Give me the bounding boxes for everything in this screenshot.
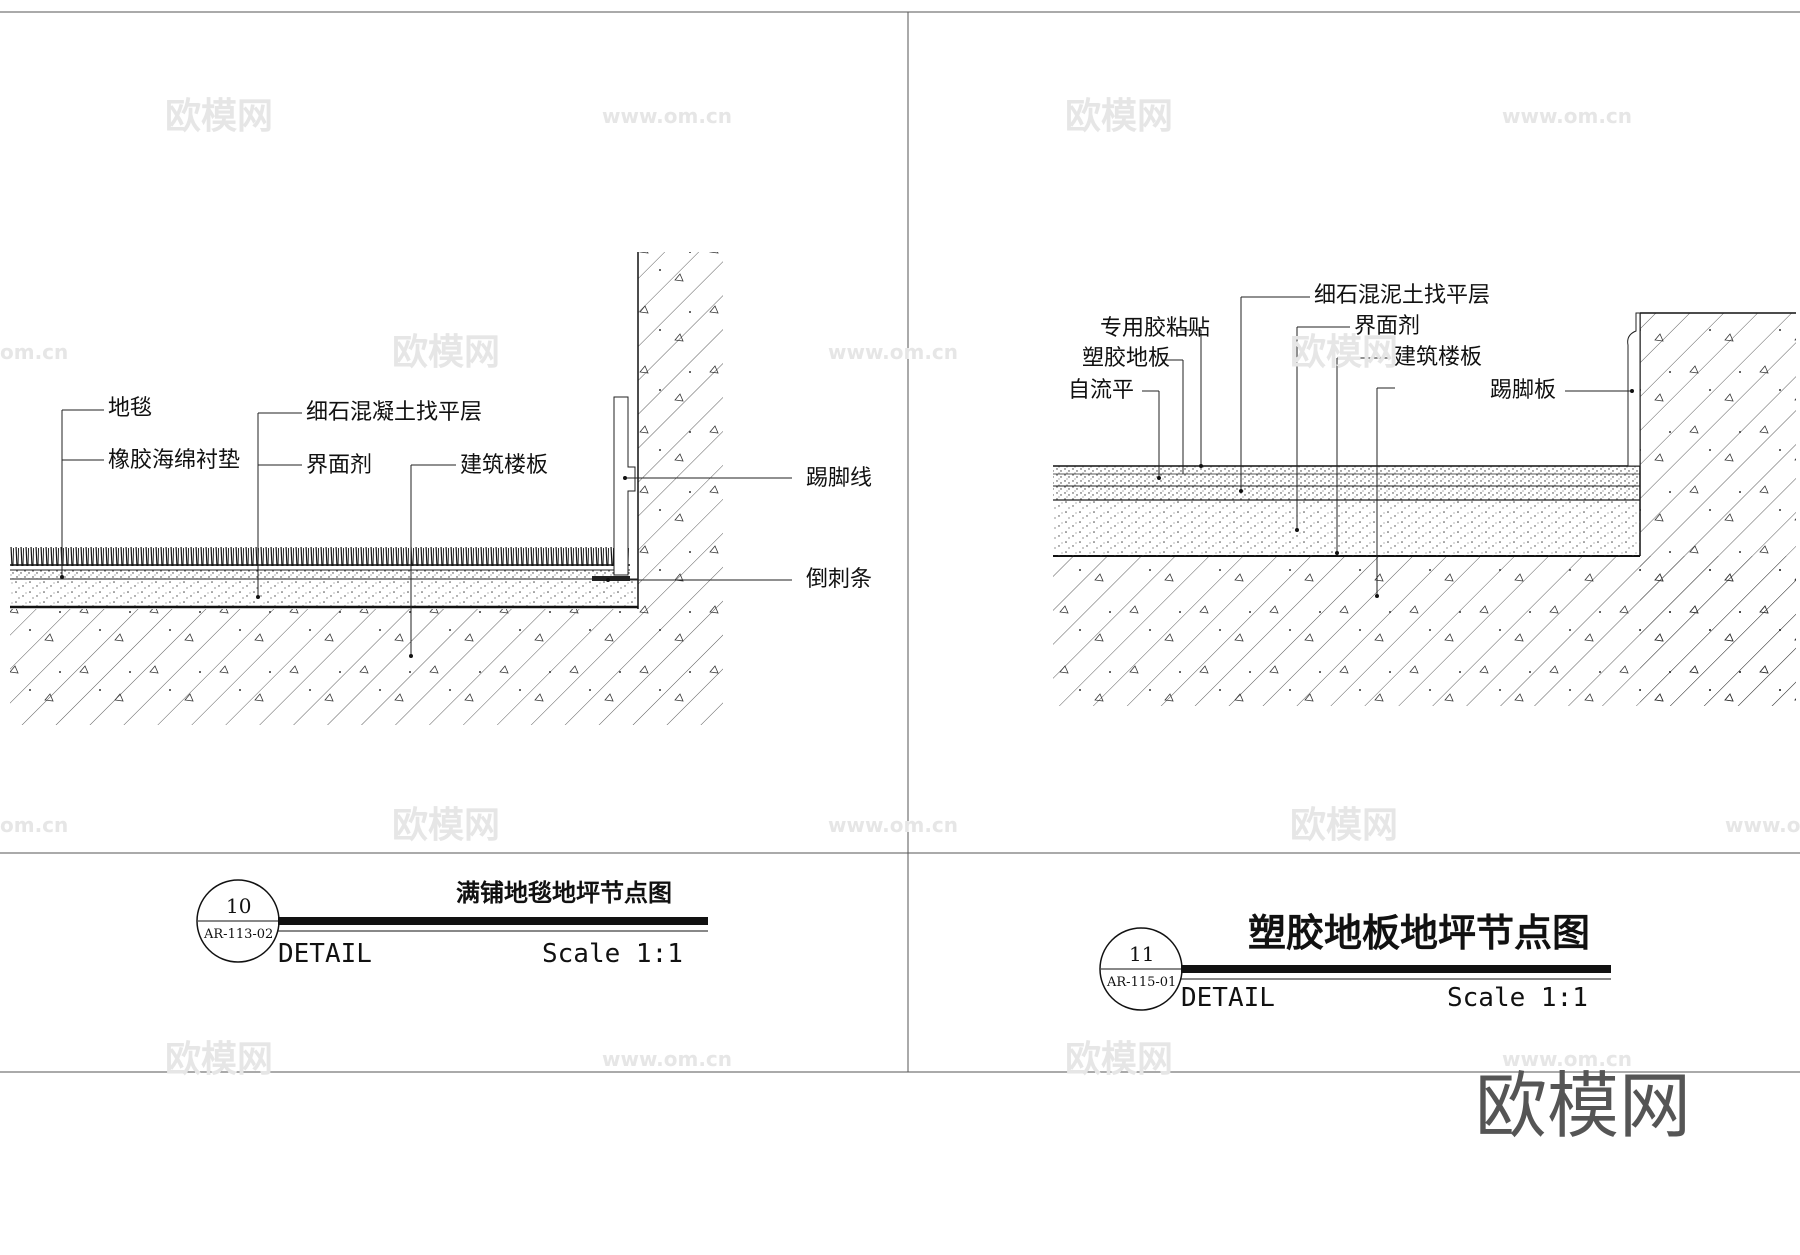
sheet-frame	[0, 11, 1800, 1073]
label-interface-agent: 界面剂	[306, 453, 373, 478]
watermark-url: www.om.cn	[828, 340, 959, 364]
label-skirting: 踢脚板	[1490, 378, 1557, 403]
drawing-title: 满铺地毯地坪节点图	[456, 879, 672, 907]
watermark-url: om.cn	[0, 340, 69, 364]
watermark-url: www.om.cn	[1725, 813, 1800, 837]
label-self-level: 自流平	[1068, 378, 1135, 403]
label-vinyl: 塑胶地板	[1082, 346, 1171, 371]
label-floor-slab: 建筑楼板	[1394, 345, 1483, 370]
watermark-url: www.om.cn	[602, 1047, 733, 1071]
watermark-logo: 欧模网	[392, 805, 501, 846]
sheet-reference: AR-113-02	[204, 927, 274, 942]
detail-number: 10	[226, 894, 252, 918]
watermark-logo-large: 欧模网	[1475, 1064, 1692, 1148]
label-adhesive: 专用胶粘贴	[1100, 316, 1211, 341]
watermark-logo: 欧模网	[1290, 805, 1399, 846]
detail-label: DETAIL	[278, 939, 372, 969]
drawing-title: 塑胶地板地坪节点图	[1248, 911, 1591, 955]
label-screed: 细石混凝土找平层	[306, 400, 483, 425]
label-screed: 细石混泥土找平层	[1314, 283, 1491, 308]
label-interface-agent: 界面剂	[1354, 314, 1421, 339]
sheet-reference: AR-115-01	[1107, 975, 1177, 990]
watermark-url: www.om.cn	[1502, 104, 1633, 128]
label-gripper: 倒刺条	[806, 567, 873, 592]
detail-label: DETAIL	[1181, 983, 1275, 1013]
vinyl-floor-section	[1053, 296, 1796, 706]
title-block-right	[1099, 927, 1611, 1011]
watermark-logo: 欧模网	[165, 96, 274, 137]
detail-number: 11	[1129, 942, 1155, 966]
label-carpet: 地毯	[108, 396, 153, 421]
watermark-logo: 欧模网	[1065, 1039, 1174, 1080]
watermark-logo: 欧模网	[1290, 332, 1399, 373]
watermark-url: www.om.cn	[602, 104, 733, 128]
watermark-url: www.om.cn	[828, 813, 959, 837]
scale-label: Scale 1:1	[542, 939, 683, 969]
watermark-logo: 欧模网	[392, 332, 501, 373]
watermark-logo: 欧模网	[165, 1039, 274, 1080]
title-block-left	[196, 879, 708, 963]
watermark-logo: 欧模网	[1065, 96, 1174, 137]
carpet-floor-section	[10, 252, 792, 725]
scale-label: Scale 1:1	[1447, 983, 1588, 1013]
watermark-url: om.cn	[0, 813, 69, 837]
label-floor-slab: 建筑楼板	[460, 453, 549, 478]
watermark-url: www.om.cn	[1502, 1047, 1633, 1071]
label-skirting: 踢脚线	[806, 466, 873, 491]
label-rubber-pad: 橡胶海绵衬垫	[108, 448, 241, 473]
